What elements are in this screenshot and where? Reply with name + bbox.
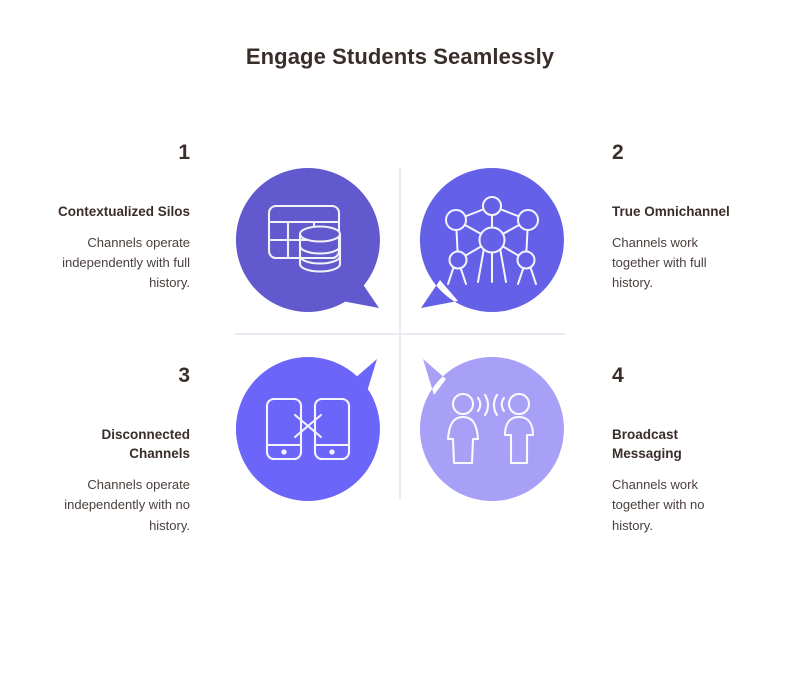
bubble-3-shape xyxy=(235,357,380,501)
quadrant-body-2: Channels work together with full history… xyxy=(612,235,707,291)
quadrant-number-1: 1 xyxy=(178,141,190,164)
table-database-icon xyxy=(267,204,342,273)
quadrant-heading-3: Disconnected Channels xyxy=(101,427,190,462)
quadrant-text-2: 2 True Omnichannel Channels work togethe… xyxy=(612,142,788,294)
bubble-quadrant-2[interactable] xyxy=(419,168,564,312)
quadrant-number-2: 2 xyxy=(612,141,624,164)
network-nodes-icon xyxy=(445,196,539,285)
bubble-quadrant-4[interactable] xyxy=(419,357,564,501)
quadrant-number-4: 4 xyxy=(612,364,624,387)
quadrant-heading-4: Broadcast Messaging xyxy=(612,427,682,462)
quadrant-body-1: Channels operate independently with full… xyxy=(62,235,190,291)
quadrant-body-3: Channels operate independently with no h… xyxy=(64,477,190,533)
divider-vertical xyxy=(399,168,401,500)
quadrant-text-1: 1 Contextualized Silos Channels operate … xyxy=(14,142,190,294)
two-phones-disconnected-icon xyxy=(265,397,351,461)
two-people-broadcast-icon xyxy=(446,392,535,465)
bubble-quadrant-1[interactable] xyxy=(235,168,380,312)
quadrant-heading-2: True Omnichannel xyxy=(612,204,730,219)
bubble-quadrant-3[interactable] xyxy=(235,357,380,501)
bubble-4-shape xyxy=(419,357,564,501)
page-title: Engage Students Seamlessly xyxy=(245,44,555,69)
quadrant-number-3: 3 xyxy=(178,364,190,387)
quadrant-text-4: 4 Broadcast Messaging Channels work toge… xyxy=(612,365,788,536)
quadrant-heading-1: Contextualized Silos xyxy=(57,204,190,219)
quadrant-body-4: Channels work together with no history. xyxy=(612,477,705,533)
quadrant-text-3: 3 Disconnected Channels Channels operate… xyxy=(14,365,190,536)
